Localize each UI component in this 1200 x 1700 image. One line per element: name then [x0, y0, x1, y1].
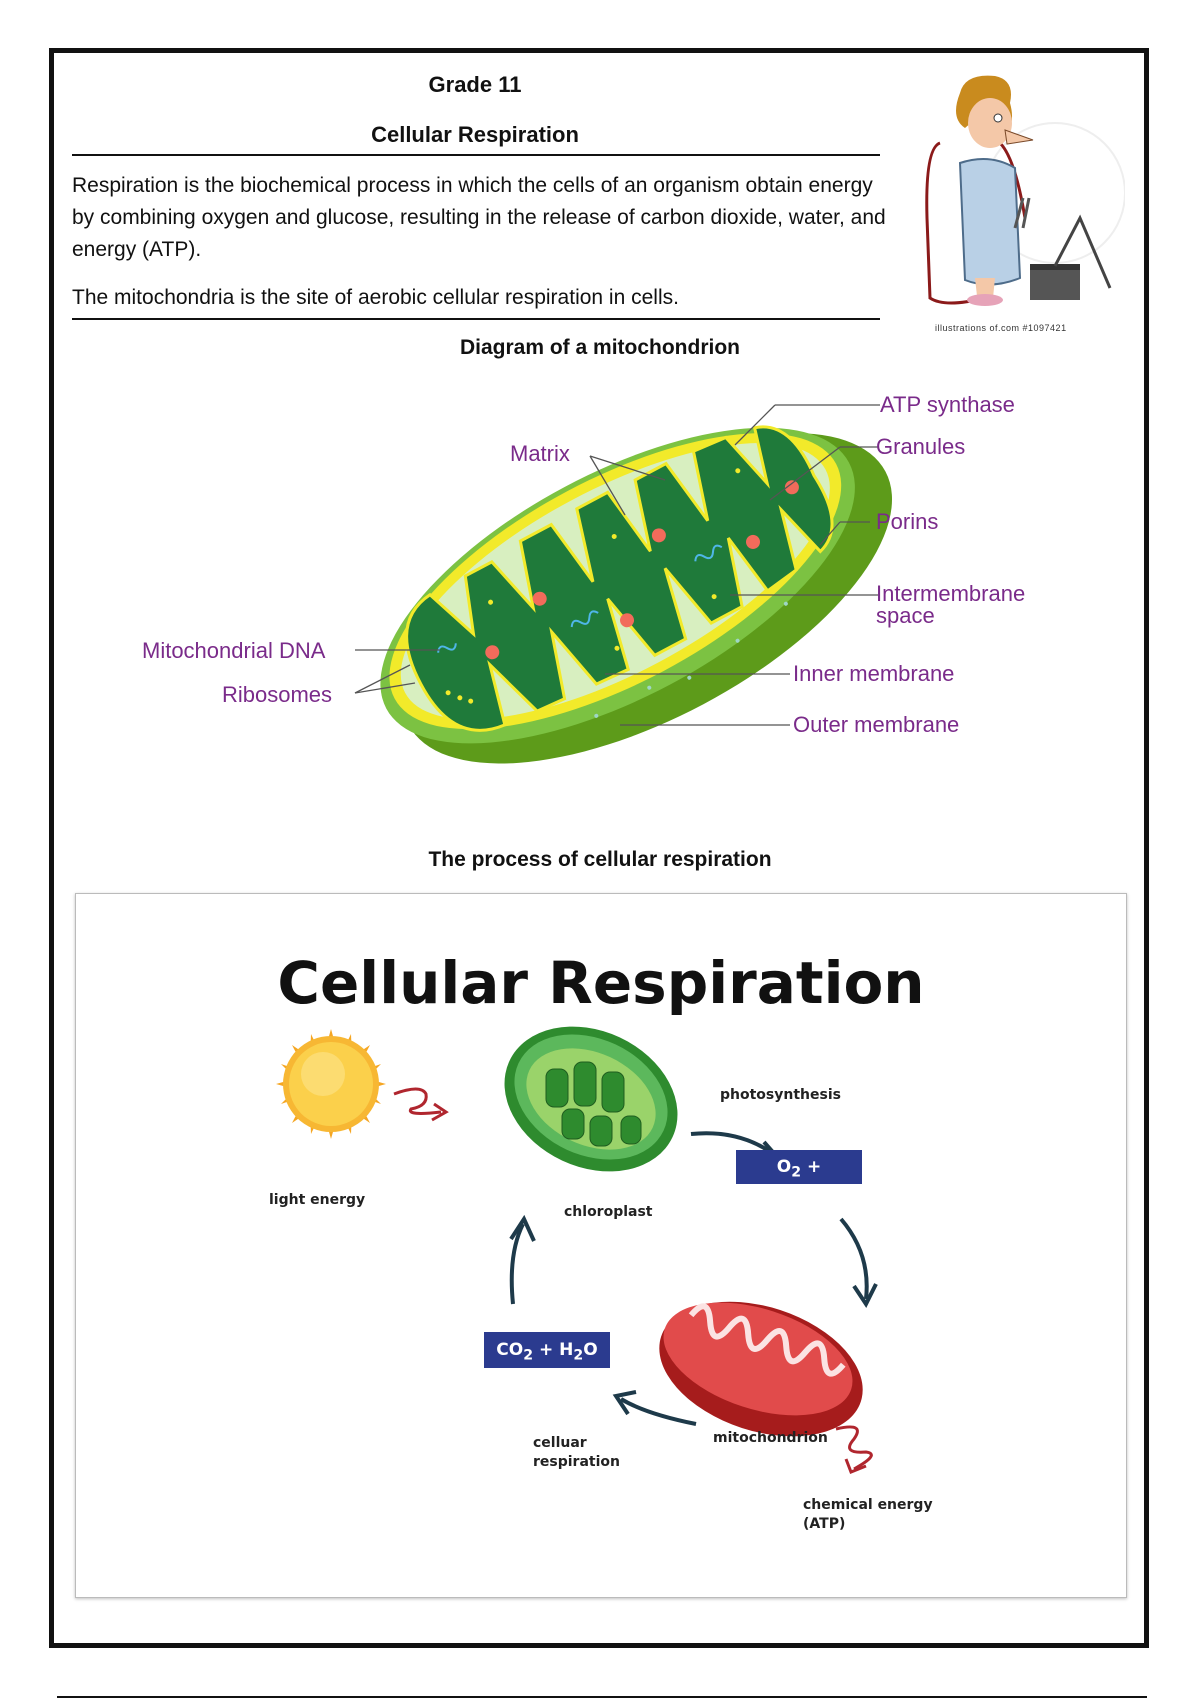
- footer-rule: [57, 1696, 1147, 1698]
- label-photosynthesis: photosynthesis: [720, 1087, 841, 1103]
- intro-paragraph-2: The mitochondria is the site of aerobic …: [72, 286, 679, 309]
- label-matrix: Matrix: [510, 441, 570, 466]
- mitochondrion-icon: [659, 1301, 863, 1437]
- label-intermembrane-line1: Intermembrane: [876, 581, 1026, 606]
- mitochondrion-body: [380, 425, 893, 764]
- mitochondrion-diagram: [354, 404, 893, 764]
- process-heading: Cellular Respiration: [277, 949, 925, 1017]
- chloroplast-icon: [504, 1026, 678, 1172]
- label-granules: Granules: [876, 434, 966, 459]
- process-title: The process of cellular respiration: [428, 848, 772, 871]
- cartoon-illustration: [925, 75, 1125, 306]
- label-chemical-energy-line2: (ATP): [803, 1516, 846, 1532]
- label-intermembrane-space: Intermembrane space: [876, 583, 1025, 627]
- label-chloroplast: chloroplast: [564, 1204, 653, 1220]
- label-intermembrane-line2: space: [876, 603, 935, 628]
- title-rule: [72, 154, 880, 156]
- label-cellular-respiration-line1: celluar: [533, 1435, 587, 1451]
- grade-heading: Grade 11: [428, 72, 522, 97]
- label-cellular-respiration: celluar respiration: [533, 1434, 620, 1472]
- label-chemical-energy: chemical energy (ATP): [803, 1496, 933, 1534]
- label-chemical-energy-line1: chemical energy: [803, 1497, 933, 1513]
- label-light-energy: light energy: [269, 1192, 366, 1208]
- label-outer-membrane: Outer membrane: [793, 712, 960, 737]
- diagram-title: Diagram of a mitochondrion: [459, 336, 740, 359]
- intro-paragraph-1: Respiration is the biochemical process i…: [72, 174, 886, 261]
- label-mitochondrion: mitochondrion: [713, 1430, 828, 1446]
- cartoon-credit: illustrations of.com #1097421: [935, 323, 1067, 333]
- label-porins: Porins: [876, 509, 939, 534]
- process-graphic: [276, 1026, 878, 1474]
- intro-rule: [72, 318, 880, 320]
- label-inner-membrane: Inner membrane: [793, 661, 955, 686]
- process-panel: Cellular Respiration: [75, 893, 1127, 1598]
- label-mitochondrial-dna: Mitochondrial DNA: [142, 638, 326, 663]
- label-atp-synthase: ATP synthase: [880, 392, 1015, 417]
- formula-products: O2 + C6H12O6: [736, 1150, 862, 1220]
- sun-icon: [276, 1029, 386, 1139]
- label-ribosomes: Ribosomes: [222, 682, 333, 707]
- page-frame: [49, 48, 1149, 1648]
- document-title: Cellular Respiration: [371, 122, 579, 147]
- formula-reactants: CO2 + H2O: [484, 1332, 610, 1368]
- label-cellular-respiration-line2: respiration: [533, 1454, 620, 1470]
